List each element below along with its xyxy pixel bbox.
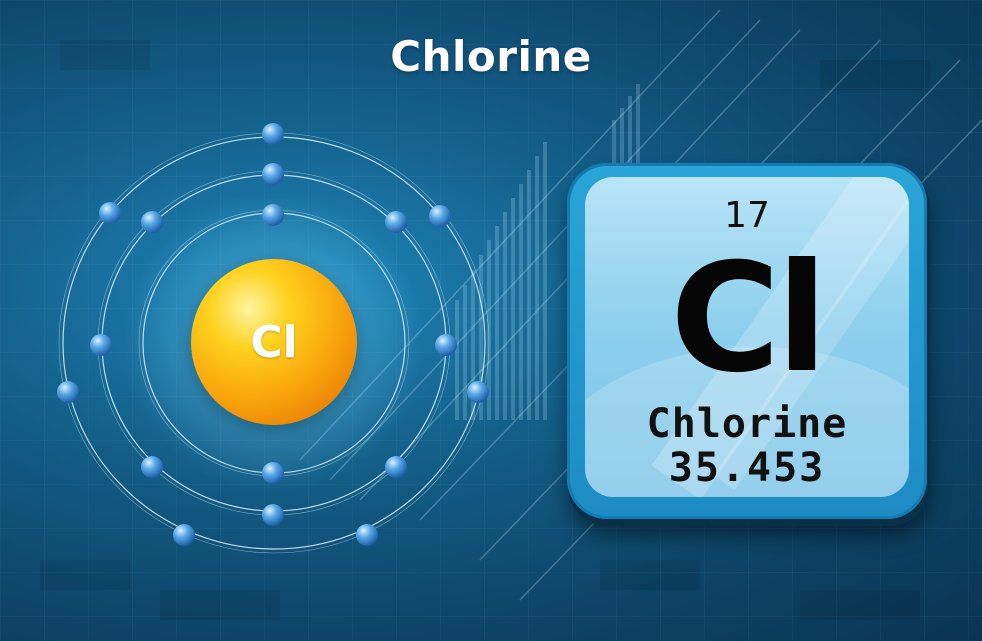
nucleus-label: Cl [250,316,298,368]
electron [173,524,195,546]
electron [262,204,284,226]
electron [262,123,284,145]
electron [141,211,163,233]
electron [385,456,407,478]
electron [262,163,284,185]
electron [467,381,489,403]
electron [57,381,79,403]
atomic-number: 17 [724,195,770,236]
element-name: Chlorine [646,401,848,447]
atom-nucleus: Cl [191,259,357,425]
electron [429,205,451,227]
atomic-mass: 35.453 [668,445,826,491]
electron [99,202,121,224]
electron [262,504,284,526]
electron [435,334,457,356]
electron [141,456,163,478]
electron [90,334,112,356]
element-card-face: 17 Cl Chlorine 35.453 [585,177,909,497]
electron [385,211,407,233]
electron [356,524,378,546]
page-title: Chlorine [390,32,592,81]
electron [262,462,284,484]
element-symbol: Cl [670,232,828,406]
periodic-element-card: 17 Cl Chlorine 35.453 [567,163,927,519]
card-gloss [585,347,909,497]
